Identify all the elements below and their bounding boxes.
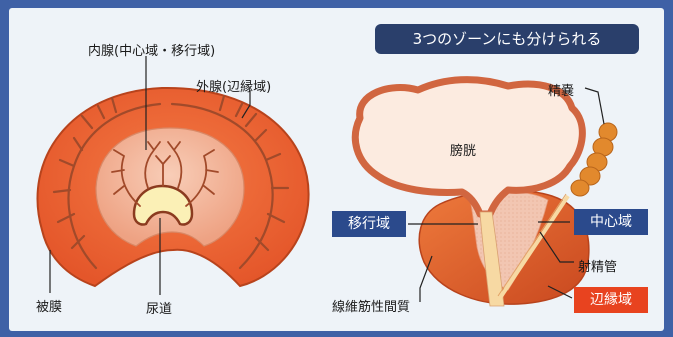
ejaculatory-duct-label: 射精管: [578, 256, 617, 275]
fibromuscular-stroma-label: 線維筋性間質: [332, 296, 410, 315]
capsule-label: 被膜: [36, 296, 62, 315]
bladder-label: 膀胱: [450, 140, 476, 159]
peripheral-zone-box: 辺縁域: [574, 287, 648, 313]
central-zone-box: 中心域: [574, 209, 648, 235]
outer-gland-label: 外腺(辺縁域): [196, 76, 271, 95]
urethra-label: 尿道: [146, 298, 172, 317]
seminal-vesicle-label: 精嚢: [548, 80, 574, 99]
transition-zone-box: 移行域: [332, 211, 406, 237]
zone-title: 3つのゾーンにも分けられる: [375, 24, 639, 54]
inner-gland-label: 内腺(中心域・移行域): [88, 40, 215, 59]
